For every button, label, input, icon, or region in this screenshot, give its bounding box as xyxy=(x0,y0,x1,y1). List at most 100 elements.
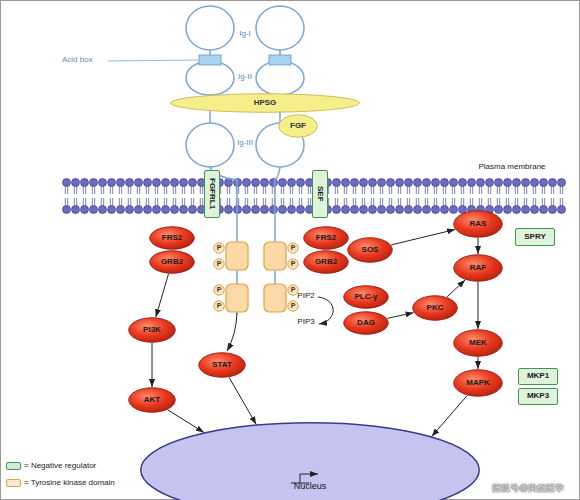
node-shape xyxy=(304,251,349,274)
node-label: SOS xyxy=(362,246,379,254)
node-shape xyxy=(214,301,225,312)
node-shape xyxy=(150,251,195,274)
node-label: P xyxy=(217,286,222,293)
node-label: FGFRL1 xyxy=(208,178,216,209)
protein-ellipse: GRB2 xyxy=(149,250,195,274)
text-label: Acid box xyxy=(62,56,93,65)
signal-arrow xyxy=(432,396,467,437)
node-label: P xyxy=(217,302,222,309)
node-label: FRS2 xyxy=(316,234,336,242)
protein-ellipse: FRS2 xyxy=(303,226,349,250)
node-label: P xyxy=(217,260,222,267)
protein-ellipse: FRS2 xyxy=(149,226,195,250)
phosphate-circle: P xyxy=(287,242,299,254)
text-label: Plasma membrane xyxy=(478,163,545,172)
node-label: RAF xyxy=(470,264,486,272)
node-label: RAS xyxy=(470,220,487,228)
kinase-domain xyxy=(264,284,286,312)
node-label: P xyxy=(291,260,296,267)
conversion-arrow xyxy=(318,297,333,324)
signal-arrow xyxy=(387,313,413,319)
protein-ellipse: PLC-γ xyxy=(343,285,389,309)
legend-swatch xyxy=(6,479,21,487)
node-label: P xyxy=(217,244,222,251)
kinase-domain xyxy=(226,242,286,312)
legend-text: = Negative regulator xyxy=(24,461,96,470)
node-label: SPRY xyxy=(524,233,546,241)
protein-ellipse: RAS xyxy=(453,210,503,238)
signal-arrow xyxy=(447,280,465,297)
phosphate-circle: P xyxy=(287,258,299,270)
signal-arrow xyxy=(168,410,204,433)
node-label: P xyxy=(291,244,296,251)
kinase-domain xyxy=(226,284,248,312)
node-shape xyxy=(288,243,299,254)
node-label: MEK xyxy=(469,339,487,347)
kinase-domain xyxy=(264,242,286,270)
node-label: MKP3 xyxy=(527,392,549,400)
acid-box xyxy=(269,55,291,65)
node-label: FRS2 xyxy=(162,234,182,242)
text-label: Ig-II xyxy=(238,73,252,82)
text-label: Ig-III xyxy=(237,139,253,148)
phosphate-circle: P xyxy=(213,284,225,296)
leader-line xyxy=(108,60,199,61)
chain-line xyxy=(236,312,238,314)
protein-ellipse: STAT xyxy=(198,352,246,378)
phosphate-circle: P xyxy=(213,300,225,312)
receptor-chain xyxy=(186,6,304,284)
nucleus-ellipse: Nucleus xyxy=(140,422,480,500)
signal-arrow xyxy=(229,377,256,424)
node-shape xyxy=(288,259,299,270)
signal-arrow xyxy=(156,274,169,317)
node-label: DAG xyxy=(357,319,375,327)
ig-loop xyxy=(256,61,304,95)
node-label: AKT xyxy=(144,396,160,404)
ig-loop xyxy=(256,6,304,50)
ig-loop xyxy=(186,6,234,50)
kinase-arrow xyxy=(227,313,237,351)
node-label: STAT xyxy=(212,361,232,369)
protein-ellipse: MEK xyxy=(453,329,503,357)
signal-arrow xyxy=(478,357,479,369)
node-label: GRB2 xyxy=(315,258,337,266)
protein-ellipse: MAPK xyxy=(453,369,503,397)
node-shape xyxy=(288,285,299,296)
protein-ellipse: SOS xyxy=(347,237,393,263)
protein-ellipse: GRB2 xyxy=(303,250,349,274)
node-shape xyxy=(150,227,195,250)
node-shape xyxy=(279,115,318,138)
regulator-box: SEF xyxy=(312,170,328,218)
protein-ellipse: PI3K xyxy=(128,317,176,343)
node-shape xyxy=(454,211,503,238)
node-label: MKP1 xyxy=(527,372,549,380)
node-shape xyxy=(171,94,360,113)
legend-row: = Tyrosine kinase domain xyxy=(6,478,115,487)
node-shape xyxy=(454,370,503,397)
signal-arrow xyxy=(478,238,479,254)
signal-arrow xyxy=(152,343,153,387)
protein-ellipse: AKT xyxy=(128,387,176,413)
node-label: SEF xyxy=(316,186,324,202)
protein-ellipse: PKC xyxy=(412,295,458,321)
node-label: FGF xyxy=(290,122,306,130)
legend-text: = Tyrosine kinase domain xyxy=(24,478,115,487)
node-shape xyxy=(454,255,503,282)
node-label: PLC-γ xyxy=(354,293,377,301)
node-shape xyxy=(199,353,246,378)
regulator-box: FGFRL1 xyxy=(204,170,220,218)
node-shape xyxy=(129,388,176,413)
promoter-symbol xyxy=(291,474,318,483)
node-shape xyxy=(214,259,225,270)
node-shape xyxy=(288,301,299,312)
regulator-box: MKP1 xyxy=(518,368,558,385)
ig-loop xyxy=(186,61,234,95)
node-label: PI3K xyxy=(143,326,161,334)
watermark: 搜狐号@舆然医学 xyxy=(492,484,564,494)
node-label: HPSG xyxy=(254,99,277,107)
protein-ellipse: DAG xyxy=(343,311,389,335)
ligand-ellipse: HPSG xyxy=(170,93,360,113)
phosphate-circle: P xyxy=(287,300,299,312)
node-shape xyxy=(413,296,458,321)
